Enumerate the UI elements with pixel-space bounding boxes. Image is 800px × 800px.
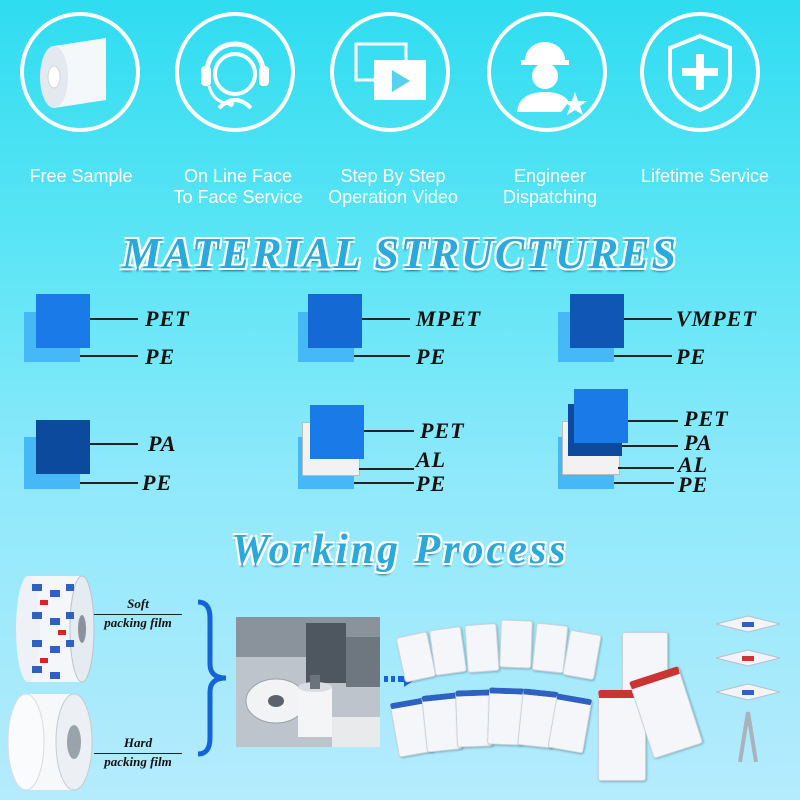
mpet-layer — [308, 294, 362, 348]
layer-label: PET — [684, 406, 729, 431]
layer-label: PA — [148, 431, 177, 456]
material-structures-heading: MATERIAL STRUCTURES — [122, 229, 678, 278]
layer-label: PE — [676, 344, 707, 369]
leader-line — [362, 318, 410, 320]
video-circle — [330, 12, 450, 132]
pa-layer — [36, 420, 90, 474]
lifetime-circle — [640, 12, 760, 132]
hard-film-label: Hard packing film — [88, 735, 188, 770]
free-sample-circle — [20, 12, 140, 132]
shield-plus-icon — [668, 33, 732, 113]
leader-line — [354, 355, 410, 357]
video-icon — [354, 42, 426, 100]
film-roll-icon — [40, 38, 106, 108]
headset-agent-icon — [201, 41, 269, 110]
sachet-image — [499, 619, 533, 669]
sachet-image — [464, 622, 500, 674]
service-label-free-sample: Free Sample — [29, 166, 133, 186]
sachet-image — [562, 629, 602, 681]
leader-line — [614, 482, 674, 484]
layer-label: PET — [145, 306, 190, 331]
brace-connector — [197, 599, 227, 757]
leader-line — [354, 482, 414, 484]
layer-label: PE — [416, 471, 447, 496]
pet-layer — [310, 405, 364, 459]
working-process-heading: Working Process — [231, 527, 569, 573]
soft-film-roll-image — [16, 575, 95, 683]
leader-line — [90, 443, 138, 445]
pet-layer — [574, 389, 628, 443]
sachet-image — [428, 625, 468, 677]
layer-label: PET — [420, 418, 465, 443]
layer-label: PA — [684, 430, 713, 455]
layer-label: AL — [416, 447, 447, 472]
leader-line — [624, 318, 672, 320]
engineer-circle — [487, 12, 607, 132]
leader-line — [618, 467, 674, 469]
leader-line — [90, 318, 138, 320]
hard-film-roll-image — [7, 693, 93, 791]
leader-line — [359, 468, 414, 470]
service-label-lifetime: Lifetime Service — [640, 166, 770, 186]
vmpet-layer — [570, 294, 624, 348]
layer-label: MPET — [416, 306, 482, 331]
layer-label: PE — [416, 344, 447, 369]
leader-line — [80, 482, 138, 484]
leader-line — [622, 445, 678, 447]
layer-label: PE — [142, 470, 173, 495]
leader-line — [364, 430, 414, 432]
layer-label: PE — [145, 344, 176, 369]
engineer-icon — [517, 42, 587, 115]
online-service-circle — [175, 12, 295, 132]
leader-line — [614, 355, 672, 357]
folded-film-strips-image — [715, 615, 781, 763]
soft-film-label: Soft packing film — [88, 596, 188, 631]
leader-line — [80, 355, 138, 357]
layer-label: PE — [678, 472, 709, 497]
layer-label: VMPET — [676, 306, 757, 331]
packing-machine-photo — [236, 617, 380, 747]
pet-layer — [36, 294, 90, 348]
layer-label: AL — [678, 452, 709, 477]
leader-line — [628, 420, 678, 422]
